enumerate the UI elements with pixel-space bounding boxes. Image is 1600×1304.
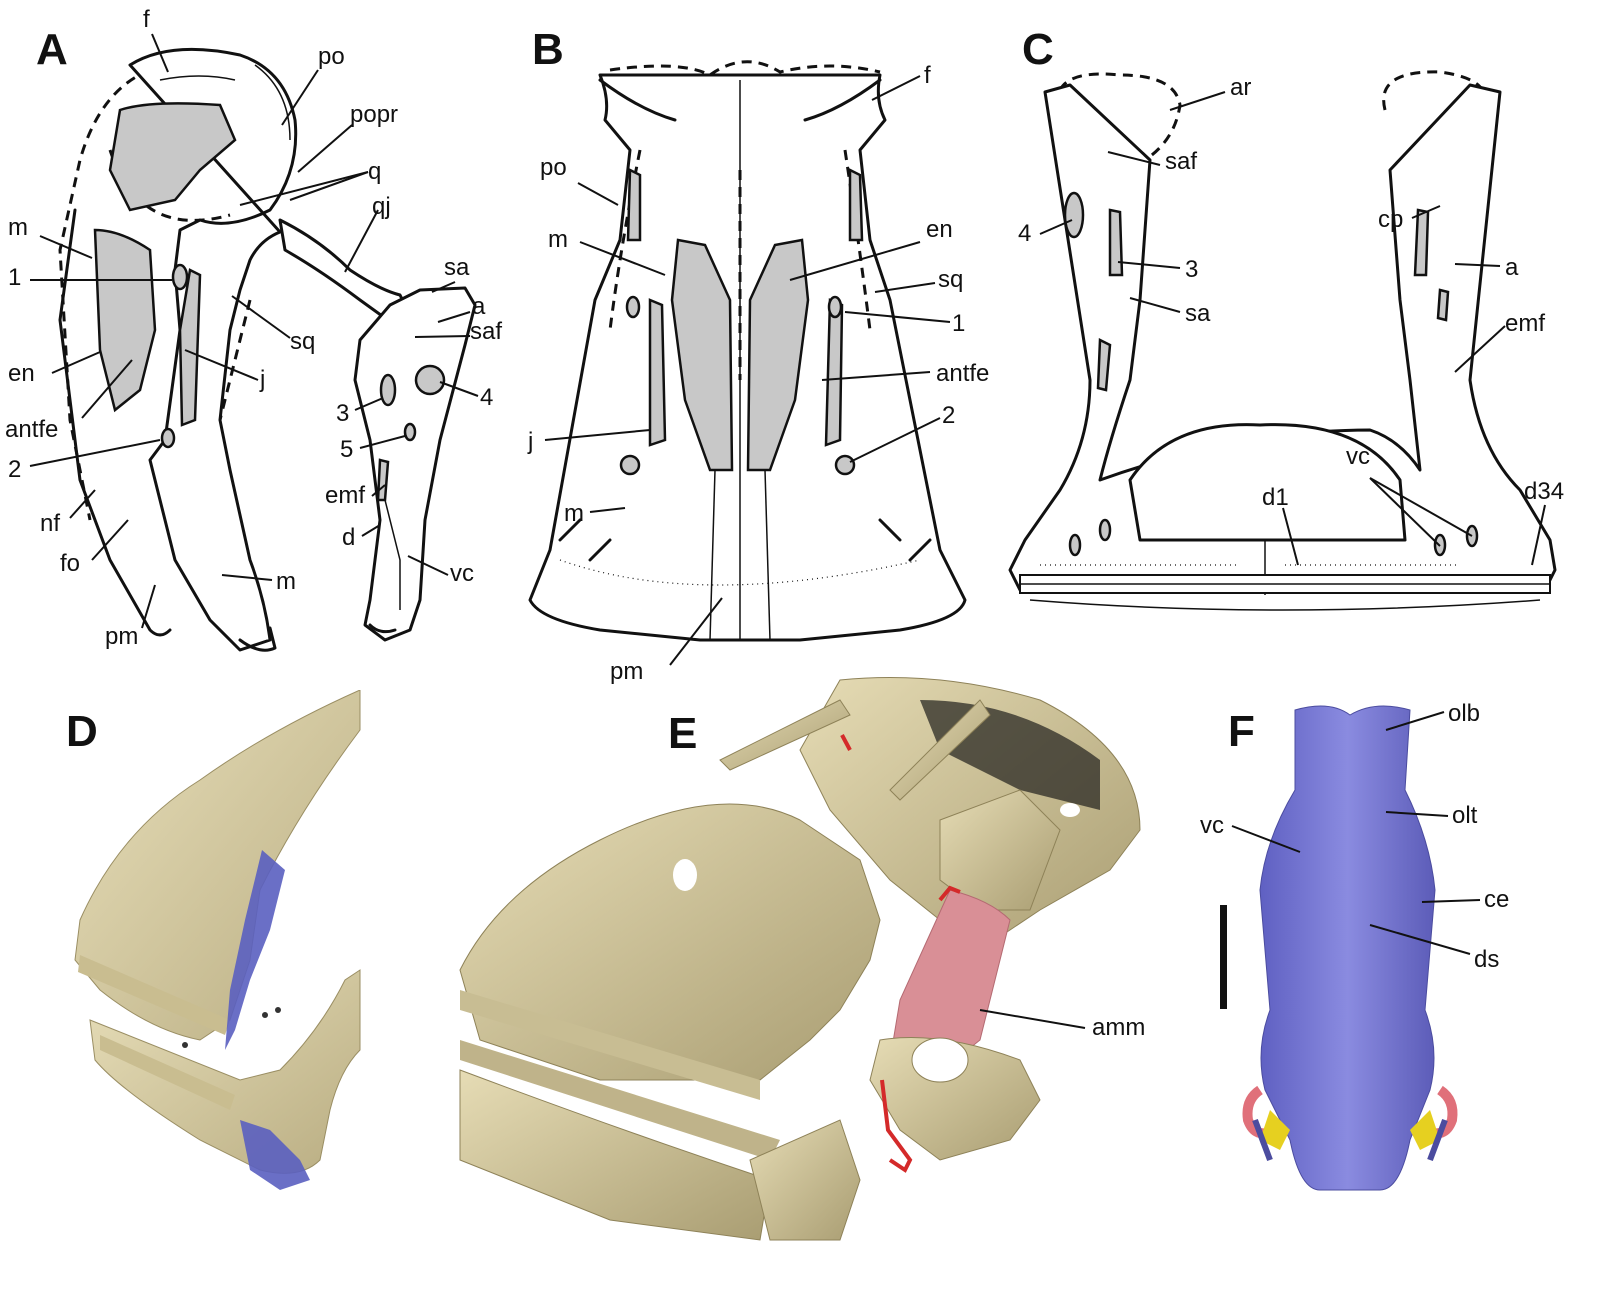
label-a-nf: nf <box>40 510 61 537</box>
lower-jaw-fragment <box>89 969 361 1174</box>
panel-letter-e: E <box>668 709 698 758</box>
label-b-1: 1 <box>952 310 966 337</box>
label-a-en: en <box>8 360 35 387</box>
panel-c-leaders <box>1039 91 1546 566</box>
label-f-ds: ds <box>1474 946 1500 973</box>
panel-f-leaders <box>1231 711 1481 955</box>
scale-bar <box>1220 905 1227 1009</box>
antorbital-fenestra-gray <box>93 228 157 413</box>
label-a-vc: vc <box>450 560 474 587</box>
label-b-po: po <box>540 154 567 181</box>
panel-a-leaders <box>29 33 479 629</box>
panel-e: E amm <box>420 660 1200 1304</box>
left-antorbital-gray <box>670 238 734 472</box>
panel-letter-a: A <box>36 25 68 74</box>
panel-letter-b: B <box>532 25 564 74</box>
label-f-olt: olt <box>1452 802 1478 829</box>
label-a-sq: sq <box>290 328 316 355</box>
label-c-d34: d34 <box>1524 478 1565 505</box>
label-a-a: a <box>472 293 486 320</box>
panel-f: F olb olt vc ce ds <box>1200 690 1600 1304</box>
adductor-muscle-upper <box>225 850 285 1050</box>
panel-d: D <box>0 690 380 1304</box>
panel-a: A f po popr q qj m 1 sq j en antfe <box>0 0 503 690</box>
label-b-en: en <box>926 216 953 243</box>
label-a-5: 5 <box>340 436 354 463</box>
label-a-f: f <box>143 6 150 33</box>
label-b-sq: sq <box>938 266 964 293</box>
brain-endocast <box>1259 705 1436 1191</box>
panel-b-drawing <box>528 60 967 642</box>
panel-e-leaders <box>979 1009 1086 1029</box>
label-c-saf: saf <box>1165 148 1198 175</box>
panel-e-render <box>459 677 1141 1241</box>
label-c-cp: cp <box>1378 206 1404 233</box>
label-c-3: 3 <box>1185 256 1199 283</box>
snout-block <box>459 803 881 1081</box>
label-b-m-lower: m <box>564 500 584 527</box>
label-f-vc: vc <box>1200 812 1224 839</box>
panel-b-leaders <box>544 75 951 666</box>
label-b-pm: pm <box>610 658 644 685</box>
label-a-sa: sa <box>444 254 470 281</box>
label-a-3: 3 <box>336 400 350 427</box>
label-a-m-upper: m <box>8 214 28 241</box>
label-c-d1: d1 <box>1262 484 1289 511</box>
quadratojugal <box>278 218 407 320</box>
label-a-4: 4 <box>480 384 494 411</box>
label-c-sa: sa <box>1185 300 1211 327</box>
panel-b: B f po m en sq 1 antfe j 2 m pm <box>500 0 1000 700</box>
quadrate-region <box>869 1037 1041 1161</box>
label-a-qj: qj <box>372 193 391 220</box>
label-a-q: q <box>368 158 382 185</box>
label-f-olb: olb <box>1448 700 1481 727</box>
label-a-d: d <box>342 524 356 551</box>
label-c-emf: emf <box>1505 310 1546 337</box>
label-c-a: a <box>1505 254 1519 281</box>
panel-d-render <box>74 690 361 1190</box>
label-a-1: 1 <box>8 264 22 291</box>
label-a-saf: saf <box>470 318 503 345</box>
panel-f-render <box>1220 705 1458 1191</box>
label-a-m-lower: m <box>276 568 296 595</box>
label-c-vc: vc <box>1346 443 1370 470</box>
panel-c: C ar saf 4 cp 3 a sa emf vc d1 d34 <box>1000 0 1600 690</box>
label-a-j: j <box>260 366 266 393</box>
label-a-emf: emf <box>325 482 366 509</box>
panel-letter-d: D <box>66 707 98 756</box>
orbit-gray <box>108 102 237 212</box>
label-b-j: j <box>528 428 534 455</box>
skull-dash-outline <box>58 68 151 521</box>
label-a-popr: popr <box>350 101 399 128</box>
jugal-fenestra-gray <box>178 268 202 427</box>
adductor-muscle-lower <box>240 1120 310 1190</box>
label-f-ce: ce <box>1484 886 1510 913</box>
panel-a-drawing <box>58 47 477 652</box>
right-antorbital-gray <box>746 238 810 472</box>
label-a-2: 2 <box>8 456 22 483</box>
panel-c-drawing <box>1008 70 1557 611</box>
label-a-po: po <box>318 43 345 70</box>
label-a-pm: pm <box>105 623 139 650</box>
panel-letter-f: F <box>1228 707 1255 756</box>
label-c-ar: ar <box>1230 74 1252 101</box>
label-b-f: f <box>924 62 931 89</box>
skull-main-bone <box>128 47 298 652</box>
label-e-amm: amm <box>1092 1014 1146 1041</box>
label-b-antfe: antfe <box>936 360 990 387</box>
label-c-4: 4 <box>1018 220 1032 247</box>
label-b-m-upper: m <box>548 226 568 253</box>
label-b-2: 2 <box>942 402 956 429</box>
label-a-antfe: antfe <box>5 416 59 443</box>
label-a-fo: fo <box>60 550 81 577</box>
panel-letter-c: C <box>1022 25 1054 74</box>
